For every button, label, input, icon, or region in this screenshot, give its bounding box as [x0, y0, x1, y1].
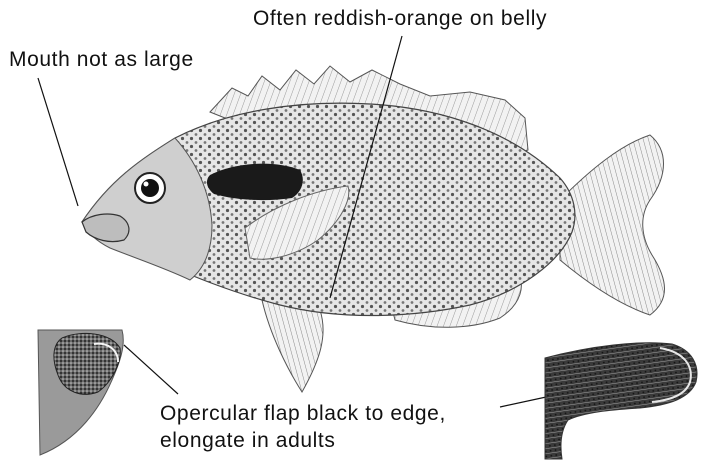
caudal-fin — [560, 135, 665, 315]
mouth — [82, 214, 129, 242]
label-belly-color: Often reddish-orange on belly — [253, 6, 547, 32]
eye-highlight — [144, 182, 149, 187]
leader-line-flap-left — [124, 345, 178, 394]
pelvic-fin — [262, 300, 323, 392]
label-opercular-flap-line2: elongate in adults — [160, 428, 335, 454]
leader-line-mouth — [38, 78, 78, 206]
opercular-flap-inset-right — [545, 343, 697, 459]
label-opercular-flap-line1: Opercular flap black to edge, — [160, 401, 446, 427]
opercular-flap-inset-left — [38, 330, 123, 455]
eye-pupil — [141, 179, 159, 197]
label-mouth-size: Mouth not as large — [9, 47, 194, 73]
